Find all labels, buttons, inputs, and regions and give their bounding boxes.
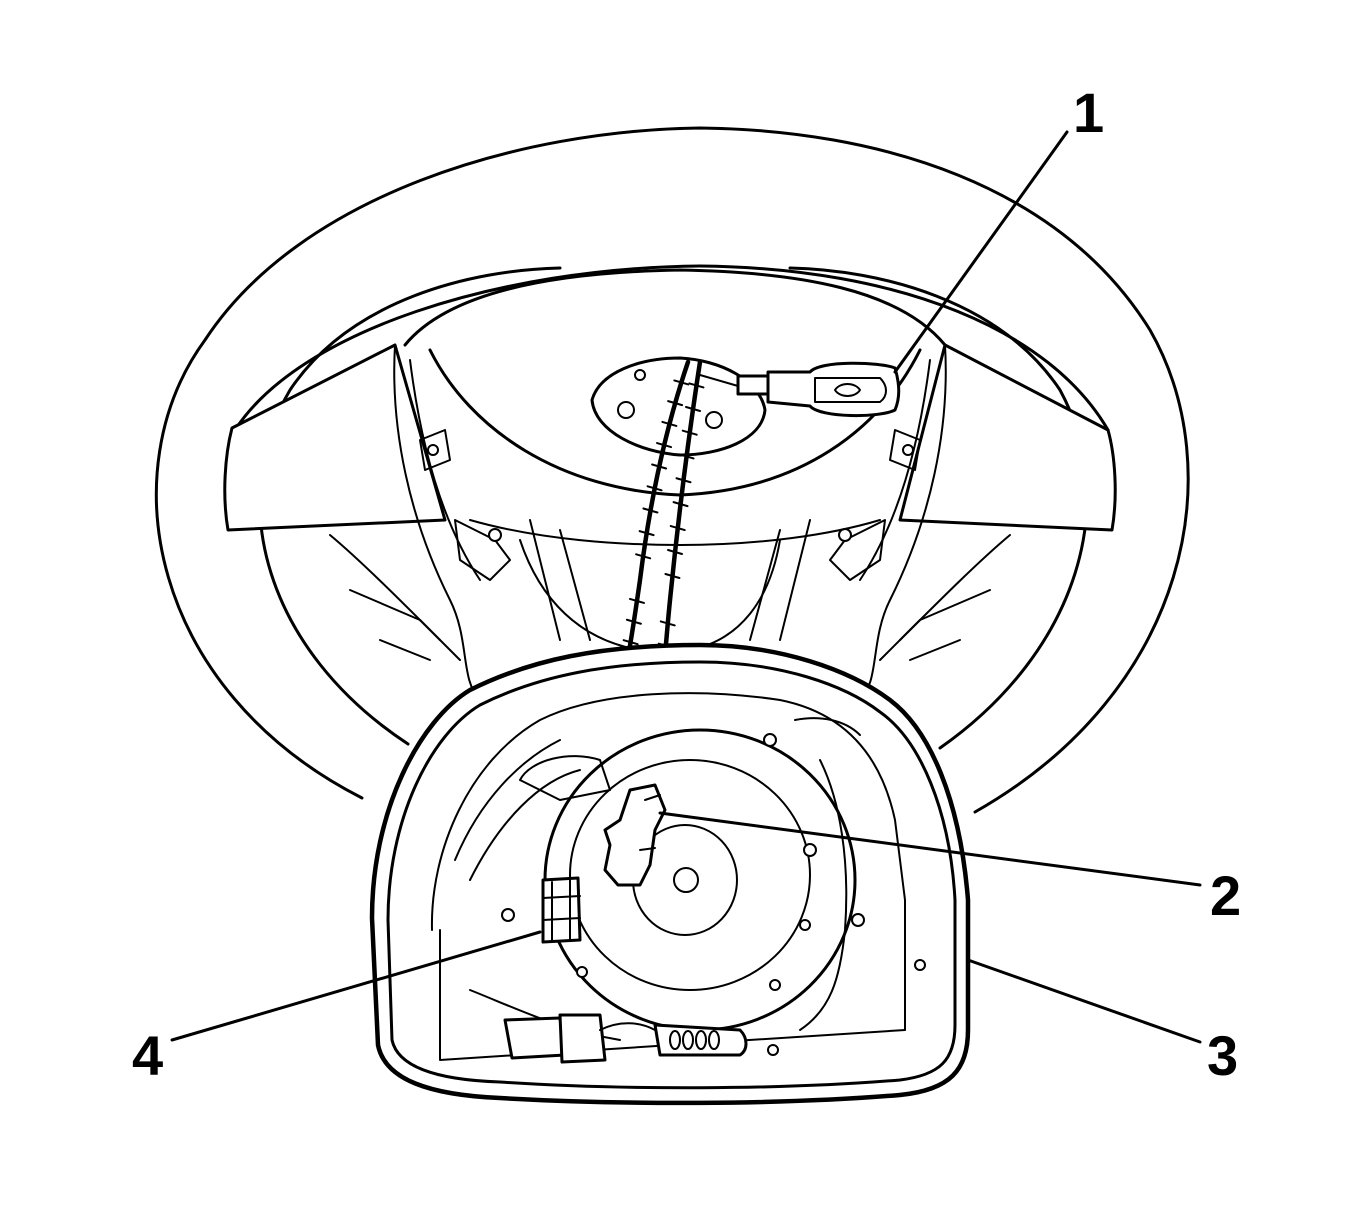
horn-connector-assembly	[503, 1013, 748, 1064]
harness-braid-mark	[669, 525, 686, 532]
harness-braid-mark	[622, 639, 639, 646]
harness-braid-mark	[656, 442, 673, 449]
steering-wheel-rim	[154, 126, 1190, 814]
callout-leaders	[170, 130, 1202, 1044]
callout-3-label: 3	[1207, 1024, 1238, 1087]
harness-braid-mark	[635, 553, 652, 560]
harness-braid-mark	[678, 453, 695, 460]
harness-braid-mark	[661, 420, 678, 427]
harness-braid-mark	[675, 477, 692, 484]
right-spoke	[749, 343, 1117, 701]
upper-mounting-plate	[590, 356, 767, 457]
steering-wheel-harness-connector	[736, 361, 901, 418]
callout-4-label: 4	[132, 1024, 163, 1087]
harness-braid-mark	[664, 573, 681, 580]
airbag-module	[369, 642, 971, 1106]
harness-braid-mark	[681, 429, 698, 436]
steering-wheel-hub	[403, 268, 947, 651]
left-spoke	[223, 343, 591, 701]
harness-braid-mark	[638, 530, 655, 537]
harness-braid-mark	[651, 463, 668, 470]
harness-braid-mark	[642, 507, 659, 514]
harness-braid-mark	[667, 549, 684, 556]
harness-braid-mark	[659, 620, 676, 627]
harness-braid-mark	[628, 597, 645, 604]
harness-braid-mark	[672, 501, 689, 508]
harness-braid-mark	[625, 618, 642, 625]
harness-braid-mark	[667, 400, 684, 407]
harness-braid-mark	[685, 406, 702, 413]
callout-1-label: 1	[1073, 81, 1104, 144]
airbag-inflator-connector	[603, 783, 667, 887]
harness-braid-mark	[688, 382, 705, 389]
callout-2-label: 2	[1210, 864, 1241, 927]
harness-braid-mark	[673, 379, 690, 386]
sir-connector	[541, 876, 582, 944]
harness-braid-mark	[646, 485, 663, 492]
